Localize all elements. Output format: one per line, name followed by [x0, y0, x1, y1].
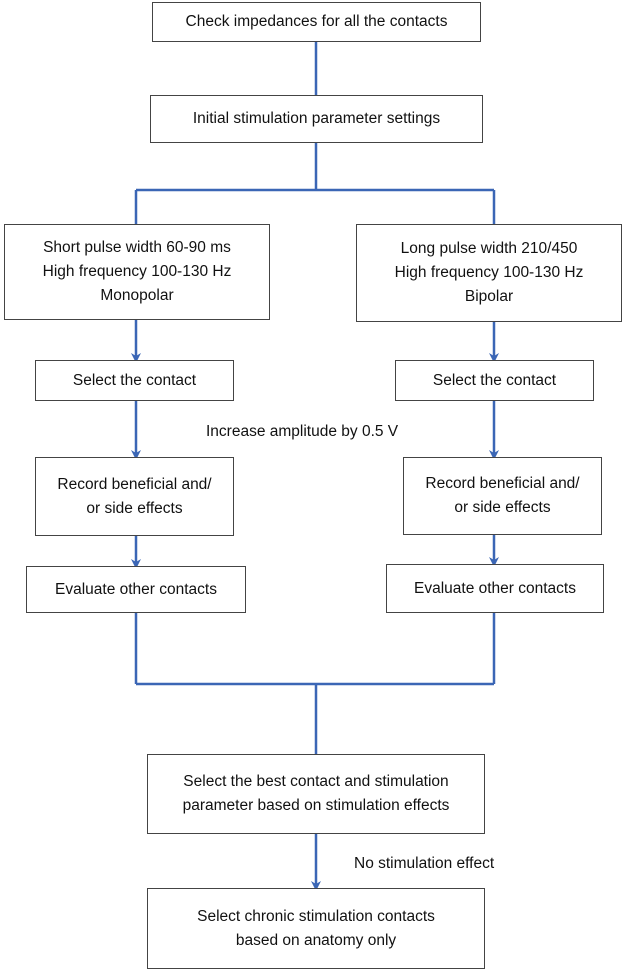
box-text-line: Monopolar: [100, 287, 174, 304]
box-text-line: Select the best contact and stimulation: [183, 773, 449, 790]
left-evaluate-contacts-box: Evaluate other contacts: [26, 566, 246, 613]
box-text-line: or side effects: [454, 499, 551, 516]
select-chronic-contacts-box: Select chronic stimulation contacts based…: [147, 888, 485, 969]
box-text-line: based on anatomy only: [235, 931, 397, 949]
box-text-line: Evaluate other contacts: [55, 580, 217, 598]
box-text-line: parameter based on stimulation effects: [182, 797, 450, 814]
box-text-line: Long pulse width 210/450: [400, 240, 578, 257]
box-text-line: Bipolar: [464, 288, 514, 305]
no-stimulation-effect-label: No stimulation effect: [354, 855, 495, 872]
box-text-line: Select chronic stimulation contacts: [197, 907, 435, 925]
right-evaluate-contacts-box: Evaluate other contacts: [386, 564, 604, 613]
box-text-line: Check impedances for all the contacts: [185, 13, 448, 30]
right-record-effects-box: Record beneficial and/or side effects: [403, 457, 602, 535]
check-impedances-box: Check impedances for all the contacts: [152, 2, 481, 42]
right-select-contact-box: Select the contact: [395, 360, 594, 401]
left-params-box: Short pulse width 60-90 ms High frequency…: [4, 224, 270, 320]
box-text-line: Record beneficial and/: [425, 475, 580, 492]
increase-amplitude-label: Increase amplitude by 0.5 V: [206, 423, 399, 440]
box-text-line: Initial stimulation parameter settings: [192, 110, 441, 127]
box-text-line: Select the contact: [72, 371, 197, 389]
box-text-line: or side effects: [86, 499, 183, 517]
box-text-line: High frequency 100-130 Hz: [394, 264, 584, 281]
box-text-line: Short pulse width 60-90 ms: [43, 239, 231, 256]
box-text-line: Evaluate other contacts: [414, 579, 576, 597]
left-record-effects-box: Record beneficial and/or side effects: [35, 457, 234, 536]
box-text-line: Select the contact: [432, 371, 557, 389]
initial-settings-box: Initial stimulation parameter settings: [150, 95, 483, 143]
select-best-contact-box: Select the best contact and stimulation p…: [147, 754, 485, 834]
left-select-contact-box: Select the contact: [35, 360, 234, 401]
box-text-line: High frequency 100-130 Hz: [42, 263, 232, 280]
box-text-line: Record beneficial and/: [57, 475, 212, 493]
